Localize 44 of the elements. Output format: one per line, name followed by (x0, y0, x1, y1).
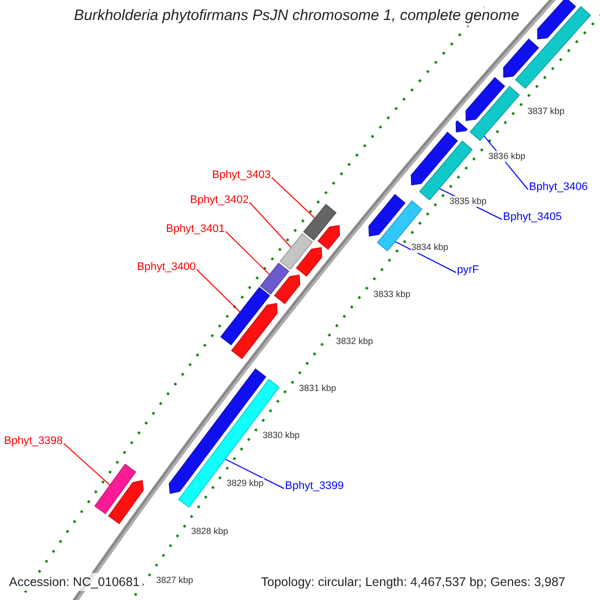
gene-label: Bphyt_3398 (4, 435, 63, 448)
gene-label: Bphyt_3400 (137, 261, 196, 274)
scale-label: 3830 kbp (262, 430, 300, 442)
gene-feature (537, 0, 576, 40)
gene-bar (260, 262, 290, 295)
gene-bar (303, 204, 337, 241)
scale-label: 3827 kbp (156, 574, 194, 586)
gene-feature (231, 302, 278, 360)
scale-label: 3836 kbp (488, 150, 526, 162)
gene-bar (94, 464, 136, 514)
scale-label: 3837 kbp (528, 106, 565, 117)
gene-feature (368, 194, 406, 236)
scale-label: 3832 kbp (336, 336, 374, 347)
gene-label: Bphyt_3401 (166, 223, 225, 236)
gene-label: Bphyt_3406 (529, 181, 588, 194)
gene-feature (503, 38, 540, 78)
gene-feature (318, 224, 340, 250)
gene-feature (466, 77, 506, 121)
leader-line (63, 443, 110, 486)
scale-label: 3834 kbp (411, 242, 448, 254)
gene-feature (108, 480, 144, 524)
gene-bar (470, 86, 520, 141)
gene-bar (280, 233, 313, 270)
gene-label: Bphyt_3402 (190, 194, 249, 207)
gene-label: Bphyt_3403 (212, 169, 271, 182)
gene-label: Bphyt_3399 (285, 480, 344, 493)
scale-label: 3833 kbp (373, 288, 410, 300)
leader-line (394, 241, 456, 273)
gene-feature (274, 274, 300, 304)
leader-line (196, 269, 241, 313)
leader-line (249, 202, 292, 248)
leader-line (224, 458, 284, 489)
gene-feature (456, 120, 468, 132)
gene-label: pyrF (457, 264, 479, 277)
leader-line (225, 231, 270, 276)
gene-label: Bphyt_3405 (503, 211, 562, 224)
scale-label: 3828 kbp (191, 526, 228, 538)
gene-feature (410, 132, 458, 186)
scale-label: 3835 kbp (450, 196, 487, 208)
scale-label: 3831 kbp (299, 382, 336, 394)
scale-label: 3829 kbp (226, 478, 264, 490)
gene-feature (296, 247, 322, 277)
gene-bar (220, 286, 270, 346)
accession-text: Accession: NC_010681 (6, 573, 143, 591)
